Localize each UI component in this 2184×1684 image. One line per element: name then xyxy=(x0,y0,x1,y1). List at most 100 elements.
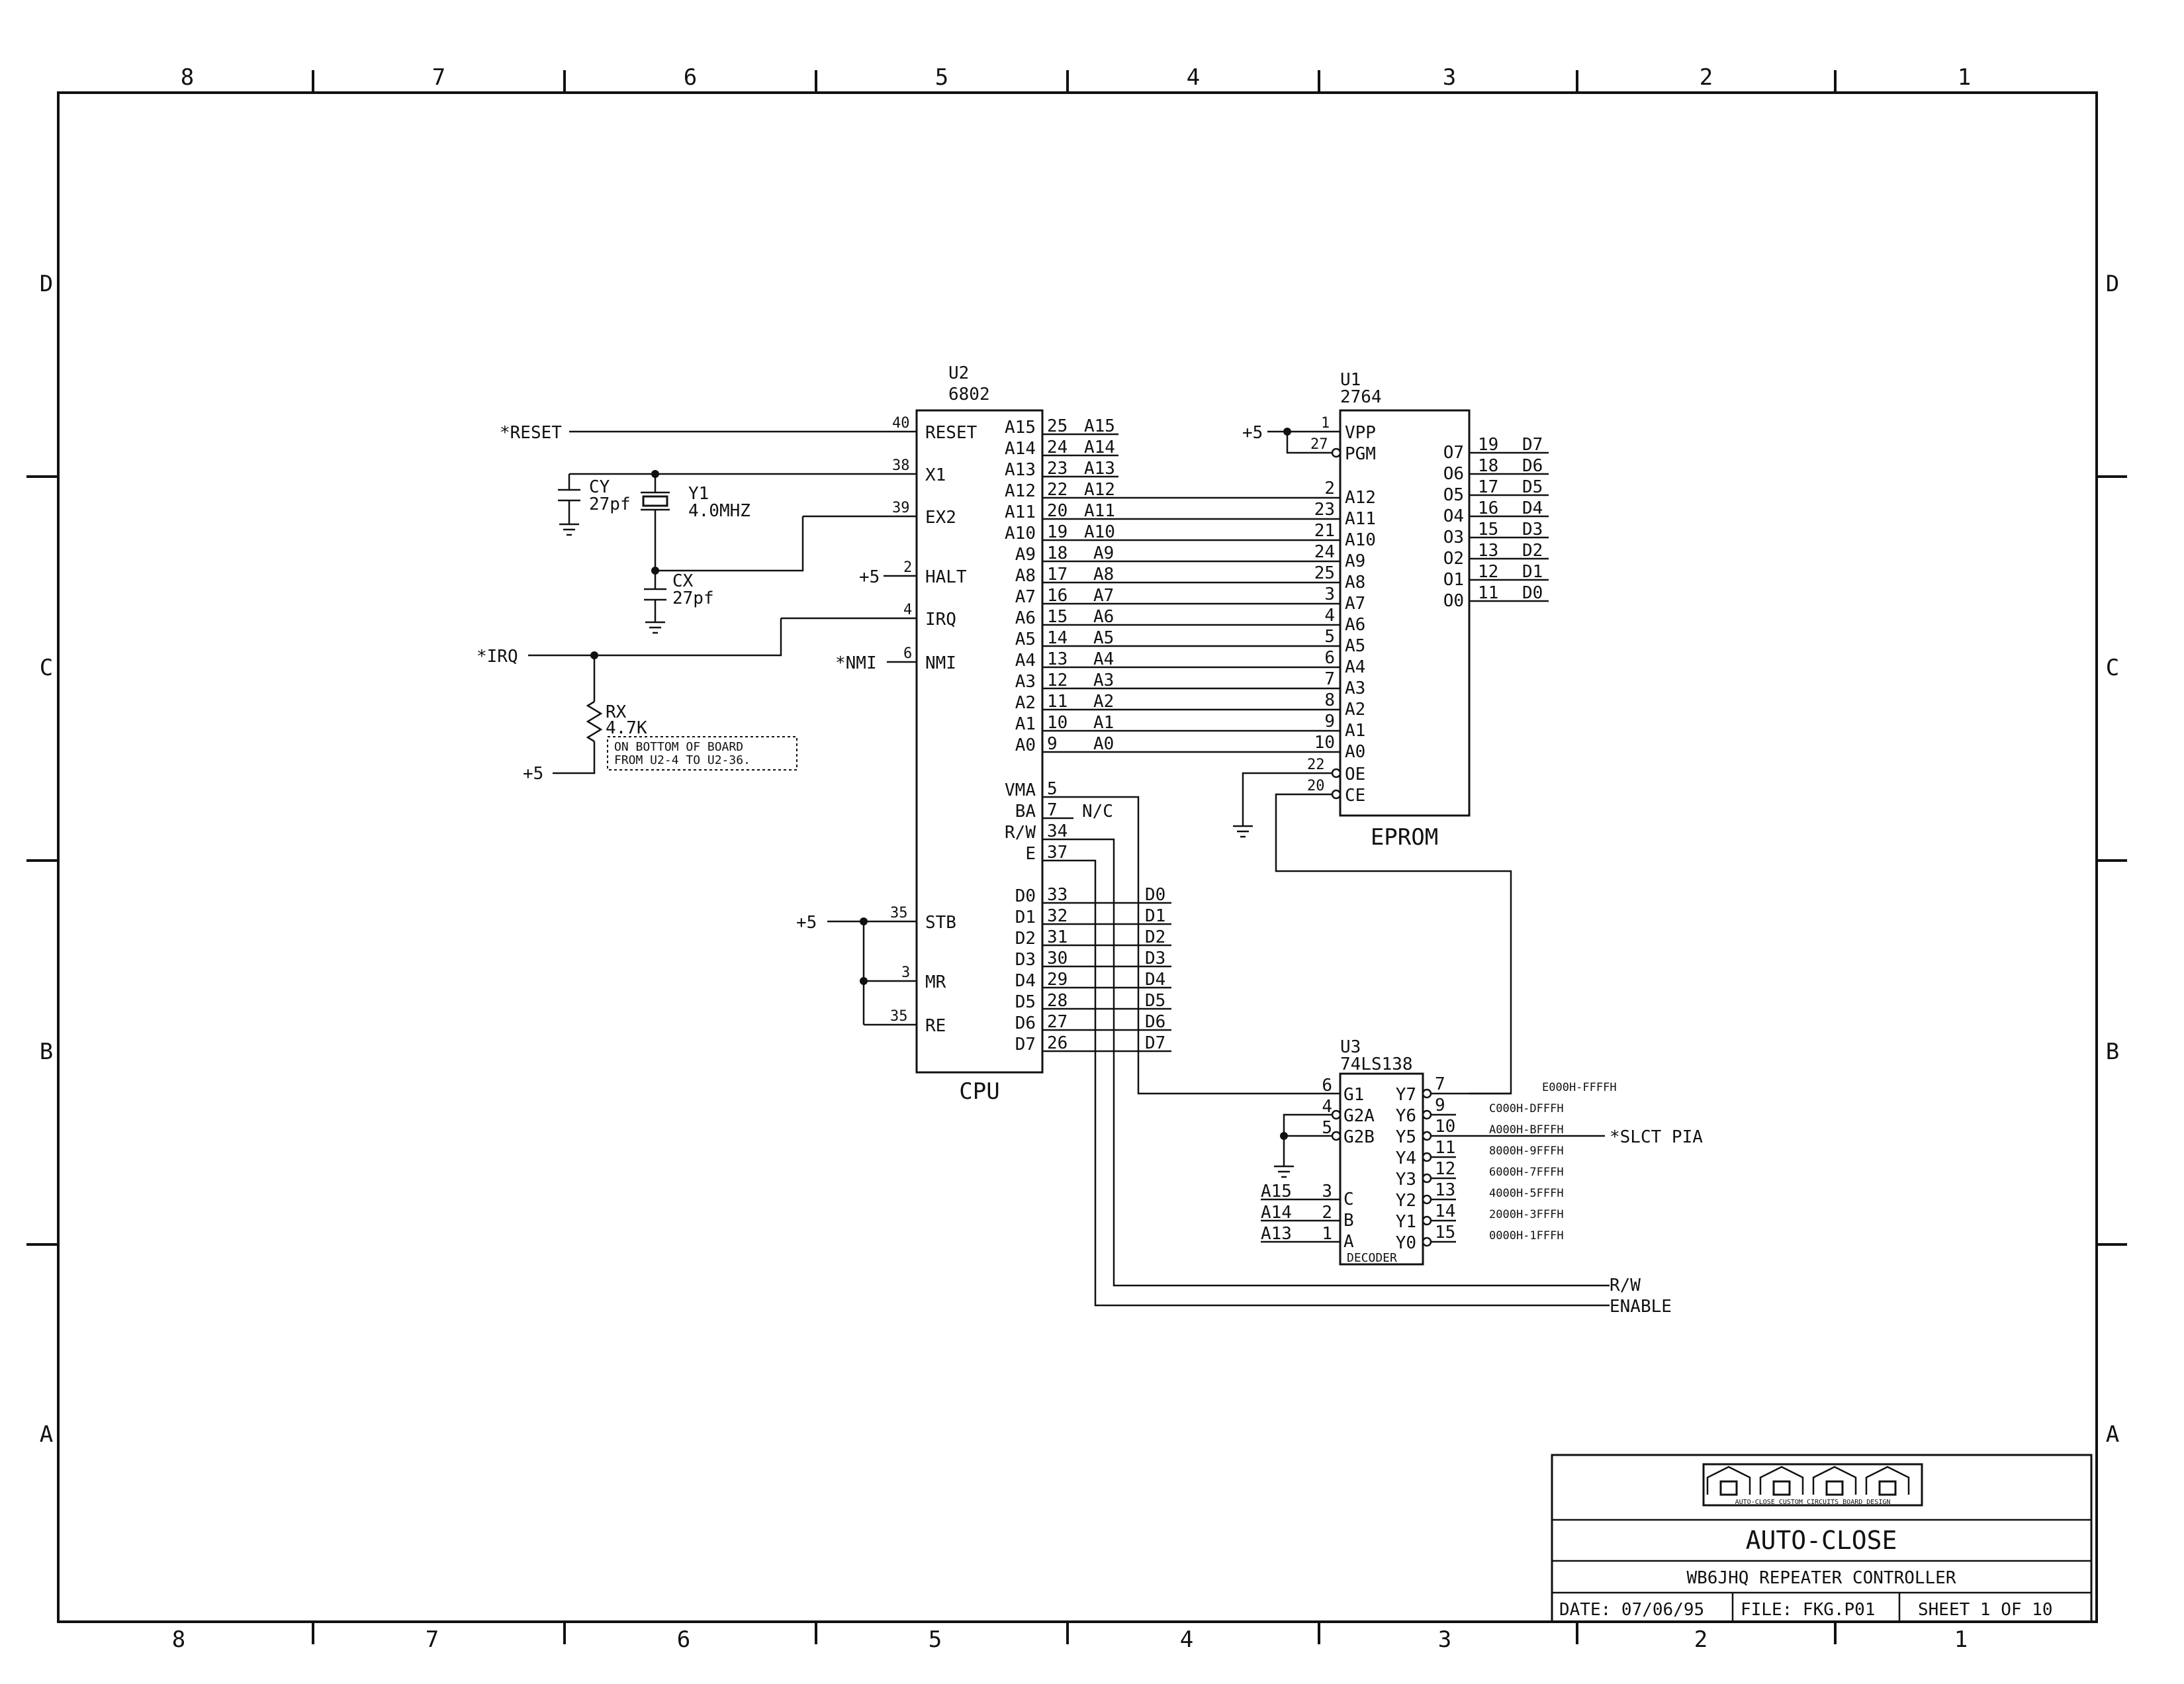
u2-cpu[interactable]: U2 6802 CPU *RESET 40 RESET 38 X1 39 EX2… xyxy=(500,363,1610,1307)
net-reset: *RESET xyxy=(500,423,562,443)
u1-pin-name: A10 xyxy=(1345,530,1376,550)
u3-address-range: E000H-FFFFH xyxy=(1542,1081,1617,1094)
u3-pin-name: G2A xyxy=(1343,1106,1375,1126)
u2-net-label: A2 xyxy=(1093,692,1114,712)
title-block-subtitle: WB6JHQ REPEATER CONTROLLER xyxy=(1687,1568,1956,1588)
u2-control-pins: VMA BA R/W E 5 7 34 37 N/C xyxy=(1005,779,1610,1307)
u1-body xyxy=(1339,409,1471,817)
u1-pin-name: O7 xyxy=(1443,443,1464,463)
u2-pin-name: A8 xyxy=(1015,566,1036,586)
u1-net-label: D2 xyxy=(1522,541,1543,561)
u2-pin-name: IRQ xyxy=(925,610,956,630)
u2-pin-name: A4 xyxy=(1015,651,1036,671)
u1-pin-num: 17 xyxy=(1478,477,1498,497)
clock-circuit: CY 27pf Y1 4.0MHZ CX 27pf xyxy=(558,470,804,634)
net-rw-out: R/W xyxy=(1610,1276,1641,1295)
u2-pin-num: 11 xyxy=(1047,692,1068,712)
u1-net-label: D1 xyxy=(1522,562,1543,582)
u2-net-label: A6 xyxy=(1093,607,1114,627)
title-block-sheet: SHEET 1 OF 10 xyxy=(1918,1600,2053,1620)
u1-net-label: D7 xyxy=(1522,435,1543,455)
u2-net-label: D6 xyxy=(1145,1012,1165,1032)
y1-ref: Y1 xyxy=(688,484,709,504)
title-block-date: DATE: 07/06/95 xyxy=(1559,1600,1704,1620)
u1-pin-num: 6 xyxy=(1324,648,1335,668)
u3-address-range: 4000H-5FFFH xyxy=(1489,1187,1564,1200)
u2-pin-name: A10 xyxy=(1005,524,1036,543)
u1-pin-name: CE xyxy=(1345,786,1365,806)
u1-net-label: D4 xyxy=(1522,498,1543,518)
u3-pin-num: 14 xyxy=(1435,1201,1455,1221)
zone-col-bottom-7: 2 xyxy=(1694,1626,1707,1653)
u1-pin-name: A7 xyxy=(1345,594,1365,614)
u2-pin-name: A7 xyxy=(1015,587,1036,607)
u3-pin-num: 7 xyxy=(1435,1074,1445,1094)
u2-pin-name: A2 xyxy=(1015,693,1036,713)
u1-pin-name: A9 xyxy=(1345,551,1365,571)
u2-pin-name: RE xyxy=(925,1016,946,1036)
u2-pin-num: 35 xyxy=(890,905,908,921)
u1-pin-name: A4 xyxy=(1345,657,1365,677)
u1-pin-name: VPP xyxy=(1345,423,1376,443)
rx-note-line2: FROM U2-4 TO U2-36. xyxy=(614,753,751,767)
net-nc: N/C xyxy=(1082,802,1113,821)
u3-decoder[interactable]: U3 74LS138 DECODER G1 G2A G2B C B A 6 4 … xyxy=(1261,1037,1703,1266)
u2-net-label: A10 xyxy=(1084,522,1115,542)
u1-pin-name: A6 xyxy=(1345,615,1365,635)
u3-pin-num: 11 xyxy=(1435,1138,1455,1158)
u3-pin-num: 12 xyxy=(1435,1159,1455,1179)
u2-pin-name: R/W xyxy=(1005,823,1036,843)
u1-net-label: D0 xyxy=(1522,583,1543,603)
u2-net-label: A9 xyxy=(1093,543,1114,563)
u2-net-label: A7 xyxy=(1093,586,1114,606)
u2-net-label: A4 xyxy=(1093,649,1114,669)
u2-net-label: D3 xyxy=(1145,949,1165,968)
u1-pin-num: 23 xyxy=(1314,500,1335,520)
net-plus5-stb: +5 xyxy=(796,913,817,933)
u3-part: 74LS138 xyxy=(1340,1054,1413,1074)
u1-pin-num: 19 xyxy=(1478,435,1498,455)
u3-pin-name: G1 xyxy=(1343,1085,1364,1105)
u2-pin-name: E xyxy=(1025,844,1036,864)
u2-pin-num: 3 xyxy=(901,964,910,981)
u1-pin-num: 27 xyxy=(1310,436,1328,453)
u3-pin-name: B xyxy=(1343,1211,1354,1231)
u1-pin-num: 12 xyxy=(1478,562,1498,582)
cx-ref: CX xyxy=(672,571,694,591)
zone-row-left-1: D xyxy=(40,271,53,297)
u1-pin-name: A5 xyxy=(1345,636,1365,656)
u1-eprom[interactable]: U1 2764 EPROM +5 1 27 VPP PGM A12 A11 A1… xyxy=(1233,370,1549,1095)
u1-pin-num: 5 xyxy=(1324,627,1335,647)
zone-col-bottom-3: 6 xyxy=(677,1626,690,1653)
u1-address-pins: A12 A11 A10 A9 A8 A7 A6 A5 A4 A3 A2 A1 A… xyxy=(1314,479,1376,762)
cy-value: 27pf xyxy=(589,494,631,514)
net-slct-pia: *SLCT PIA xyxy=(1610,1127,1703,1147)
u1-output-pins: O7 O6 O5 O4 O3 O2 O1 O0 19 18 17 16 15 1… xyxy=(1443,435,1549,611)
u2-net-label: D7 xyxy=(1145,1033,1165,1053)
u3-pin-num: 13 xyxy=(1435,1180,1455,1200)
zone-col-top-5: 4 xyxy=(1187,64,1200,91)
u2-part: 6802 xyxy=(948,385,990,404)
u2-pin-name: D0 xyxy=(1015,886,1036,906)
zone-col-bottom-4: 5 xyxy=(929,1626,942,1653)
u3-address-range: 2000H-3FFFH xyxy=(1489,1208,1564,1221)
u1-pin-num: 4 xyxy=(1324,606,1335,626)
logo-caption: AUTO-CLOSE CUSTOM CIRCUITS BOARD DESIGN xyxy=(1735,1499,1891,1506)
net-plus5-halt: +5 xyxy=(859,567,880,587)
u2-pin-num: 38 xyxy=(892,457,910,474)
u3-net-label: A15 xyxy=(1261,1182,1292,1201)
u3-ref: U3 xyxy=(1340,1037,1361,1057)
u3-pin-num: 2 xyxy=(1322,1203,1332,1223)
u2-pin-num: 19 xyxy=(1047,522,1068,542)
u1-pin-num: 15 xyxy=(1478,520,1498,539)
zone-col-top-1: 8 xyxy=(181,64,194,91)
u2-pin-num: 5 xyxy=(1047,779,1058,799)
u2-pin-num: 32 xyxy=(1047,906,1068,926)
u3-address-range: 0000H-1FFFH xyxy=(1489,1229,1564,1242)
u1-pin-name: PGM xyxy=(1345,444,1376,464)
zone-row-left-4: A xyxy=(40,1421,53,1448)
zone-col-top-7: 2 xyxy=(1700,64,1713,91)
u1-pin-num: 2 xyxy=(1324,479,1335,498)
net-nmi: *NMI xyxy=(835,653,877,673)
u1-pin-name: A8 xyxy=(1345,573,1365,592)
